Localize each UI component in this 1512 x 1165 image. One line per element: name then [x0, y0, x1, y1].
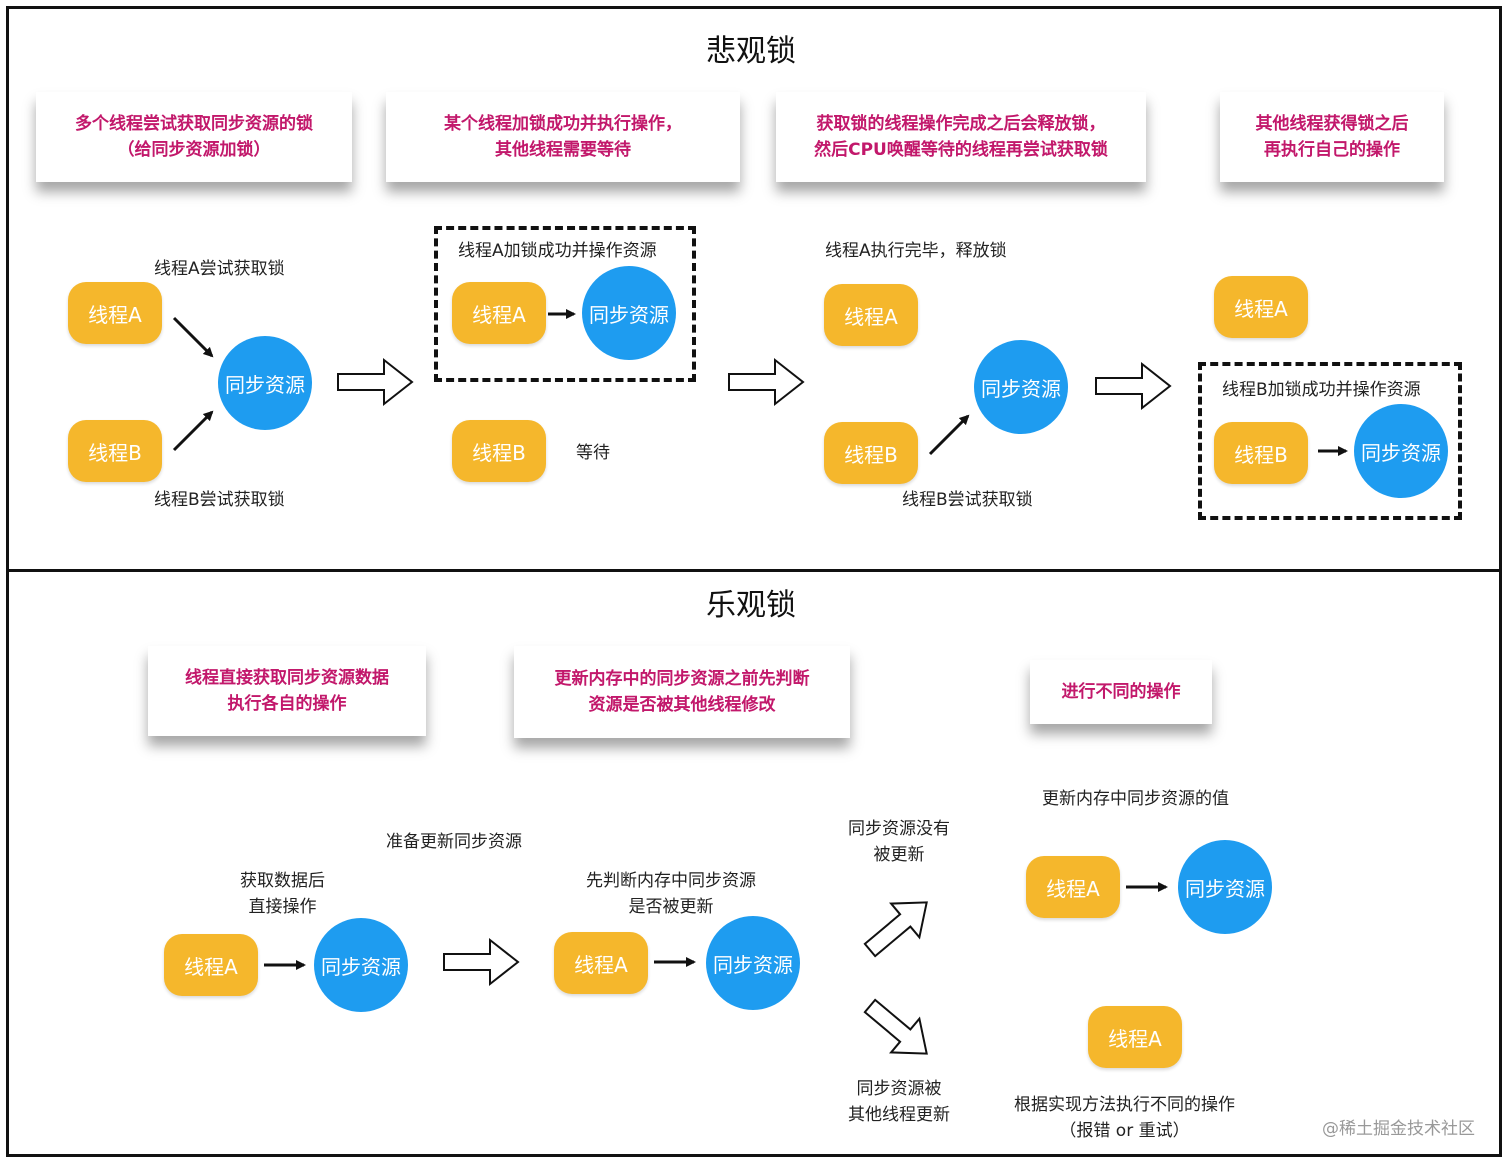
- thread-a: 线程A: [452, 282, 546, 344]
- label-prepare: 准备更新同步资源: [386, 832, 522, 852]
- thread-a: 线程A: [824, 284, 918, 346]
- sync-resource: 同步资源: [974, 340, 1068, 434]
- label-b-try: 线程B尝试获取锁: [902, 490, 1033, 510]
- sync-resource: 同步资源: [314, 918, 408, 1012]
- thread-b: 线程B: [452, 420, 546, 482]
- label-other-op: 根据实现方法执行不同的操作 （报错 or 重试）: [1014, 1095, 1235, 1141]
- flow-arrow: [1095, 361, 1172, 411]
- flow-arrow: [443, 937, 520, 987]
- note-step-1: 多个线程尝试获取同步资源的锁 （给同步资源加锁）: [36, 92, 352, 182]
- sync-resource: 同步资源: [218, 336, 312, 430]
- label-b-locked: 线程B加锁成功并操作资源: [1222, 380, 1421, 400]
- lock-box-b: [1198, 362, 1462, 520]
- flow-arrow-up-right: [863, 901, 928, 958]
- label-updated-by-other: 同步资源被 其他线程更新: [848, 1079, 950, 1125]
- sync-resource: 同步资源: [1354, 404, 1448, 498]
- arrow-b-to-resource: [172, 410, 214, 452]
- label-not-updated: 同步资源没有 被更新: [848, 819, 950, 865]
- flow-arrow: [337, 357, 414, 407]
- label-b-try: 线程B尝试获取锁: [154, 490, 285, 510]
- arrow-a-to-resource: [172, 316, 214, 358]
- flow-arrow-down-right: [863, 998, 928, 1055]
- optimistic-title: 乐观锁: [706, 588, 796, 623]
- label-wait: 等待: [576, 443, 610, 463]
- thread-a: 线程A: [1026, 856, 1120, 918]
- thread-a: 线程A: [1088, 1006, 1182, 1068]
- thread-a: 线程A: [554, 932, 648, 994]
- thread-b: 线程B: [1214, 422, 1308, 484]
- thread-a: 线程A: [164, 934, 258, 996]
- sync-resource: 同步资源: [582, 266, 676, 360]
- thread-b: 线程B: [68, 420, 162, 482]
- optimistic-lock-panel: [6, 569, 1502, 1157]
- label-get-data: 获取数据后 直接操作: [240, 871, 325, 917]
- thread-b: 线程B: [824, 422, 918, 484]
- sync-resource: 同步资源: [706, 916, 800, 1010]
- note-step-2: 某个线程加锁成功并执行操作， 其他线程需要等待: [386, 92, 740, 182]
- thread-a: 线程A: [68, 282, 162, 344]
- note-opt-step-3: 进行不同的操作: [1030, 660, 1212, 724]
- arrow-b-to-resource: [928, 414, 970, 456]
- label-a-locked: 线程A加锁成功并操作资源: [458, 241, 657, 261]
- flow-arrow: [728, 357, 805, 407]
- sync-resource: 同步资源: [1178, 840, 1272, 934]
- lock-box-a: [434, 226, 696, 382]
- pessimistic-title: 悲观锁: [706, 34, 796, 69]
- label-a-release: 线程A执行完毕，释放锁: [825, 241, 1007, 261]
- label-update-value: 更新内存中同步资源的值: [1042, 789, 1229, 809]
- thread-a: 线程A: [1214, 276, 1308, 338]
- note-opt-step-1: 线程直接获取同步资源数据 执行各自的操作: [148, 646, 426, 736]
- label-check: 先判断内存中同步资源 是否被更新: [586, 871, 756, 917]
- label-a-try: 线程A尝试获取锁: [154, 259, 285, 279]
- note-opt-step-2: 更新内存中的同步资源之前先判断 资源是否被其他线程修改: [514, 646, 850, 738]
- watermark: @稀土掘金技术社区: [1322, 1119, 1475, 1139]
- note-step-4: 其他线程获得锁之后 再执行自己的操作: [1220, 92, 1444, 182]
- note-step-3: 获取锁的线程操作完成之后会释放锁， 然后CPU唤醒等待的线程再尝试获取锁: [776, 92, 1146, 182]
